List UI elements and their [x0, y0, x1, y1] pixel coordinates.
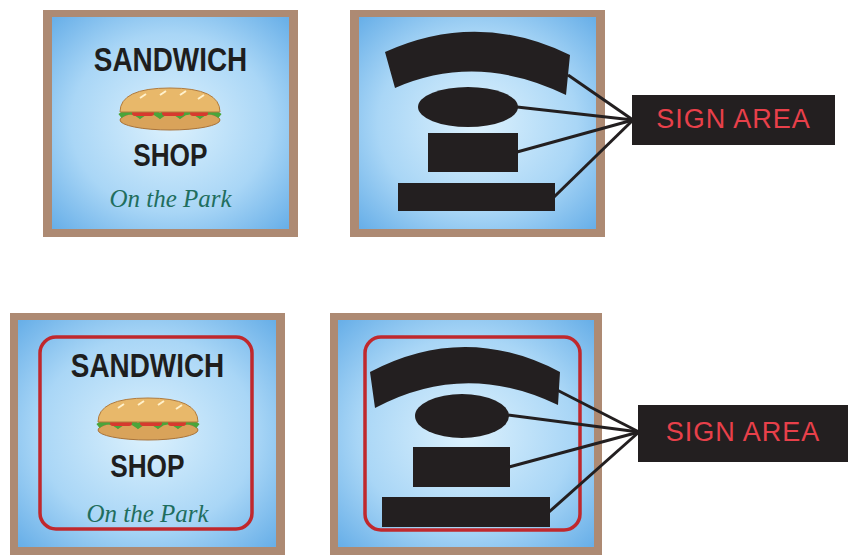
shop-word: SHOP: [133, 137, 207, 174]
leader-lines: [508, 390, 639, 512]
sign-panel: SANDWICH SHOP On the Park: [10, 313, 285, 555]
tagline: On the Park: [86, 500, 208, 528]
area-block: [413, 447, 510, 487]
sign-face: [359, 17, 596, 229]
sandwich-picture: [98, 398, 198, 440]
area-block: [415, 394, 509, 438]
shop-word: SHOP: [110, 448, 184, 485]
area-block: [385, 32, 570, 95]
area-block: [382, 497, 550, 527]
shop-name: SANDWICH: [71, 346, 224, 385]
sign-area-text: SIGN AREA: [666, 417, 821, 448]
area-block: [418, 87, 518, 127]
sign-frame: [350, 10, 605, 237]
sign-area-box: SIGN AREA: [632, 95, 835, 145]
area-block: [428, 133, 518, 172]
shop-name: SANDWICH: [94, 40, 247, 79]
sandwich-picture: [120, 88, 220, 130]
sign-face: [338, 320, 594, 547]
sign-face: [52, 17, 289, 229]
sign-area-box: SIGN AREA: [638, 405, 848, 462]
tagline: On the Park: [109, 185, 231, 213]
red-border: [40, 337, 252, 529]
red-border: [365, 337, 580, 530]
sign-frame: [330, 313, 602, 555]
sign-frame: [10, 313, 285, 555]
area-block: [398, 183, 555, 211]
leader-lines: [517, 75, 633, 197]
sign-area-text: SIGN AREA: [656, 104, 811, 135]
sign-panel: SANDWICH SHOP On the Park: [43, 10, 298, 237]
sign-face: [18, 320, 276, 547]
sign-frame: [43, 10, 298, 237]
